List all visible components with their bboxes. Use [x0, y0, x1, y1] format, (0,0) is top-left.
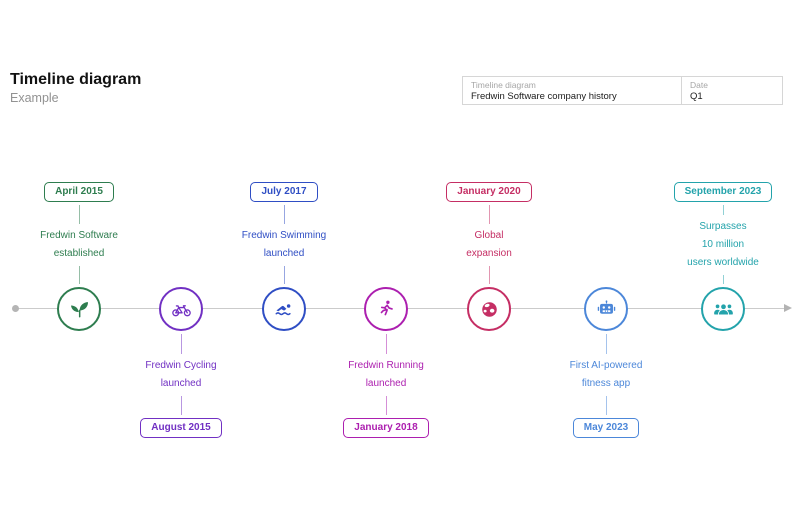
milestone-node-circle[interactable]: [701, 287, 745, 331]
milestone-node-circle[interactable]: [57, 287, 101, 331]
milestone-group[interactable]: May 2023 First AI-powered fitness app: [546, 287, 666, 438]
milestone-label[interactable]: First AI-powered fitness app: [569, 359, 643, 389]
milestone-date-pill[interactable]: May 2023: [572, 418, 640, 438]
milestone-connector: [180, 334, 182, 354]
info-table: Timeline diagram Fredwin Software compan…: [462, 76, 783, 105]
milestone-connector: [488, 205, 490, 224]
milestone-node-circle[interactable]: [364, 287, 408, 331]
milestone-node-circle[interactable]: [159, 287, 203, 331]
milestone-connector: [283, 205, 285, 224]
bicycle-icon: [171, 299, 192, 320]
milestone-group[interactable]: July 2017 Fredwin Swimming launched: [224, 182, 344, 331]
milestone-connector: [722, 205, 724, 215]
milestone-group[interactable]: January 2018 Fredwin Running launched: [326, 287, 446, 438]
info-cell-title-label: Timeline diagram: [471, 80, 536, 90]
milestone-label[interactable]: Fredwin Software established: [40, 229, 118, 259]
milestone-node-circle[interactable]: [262, 287, 306, 331]
milestone-connector: [605, 334, 607, 354]
info-cell-title-value[interactable]: Fredwin Software company history: [471, 91, 617, 102]
info-cell-date-value[interactable]: Q1: [690, 91, 703, 102]
milestone-connector: [605, 395, 607, 415]
timeline-end-arrow-icon: [784, 304, 792, 312]
seedling-icon: [69, 299, 90, 320]
robot-icon: [596, 299, 617, 320]
milestone-date-pill[interactable]: August 2015: [140, 418, 222, 438]
milestone-connector: [180, 395, 182, 415]
info-cell-title[interactable]: Timeline diagram Fredwin Software compan…: [463, 77, 682, 104]
milestone-date-pill[interactable]: September 2023: [673, 182, 773, 202]
milestone-label[interactable]: Fredwin Running launched: [348, 359, 424, 389]
page-title: Timeline diagram: [10, 71, 142, 88]
milestone-date-pill[interactable]: April 2015: [44, 182, 114, 202]
info-cell-date[interactable]: Date Q1: [682, 77, 782, 104]
milestone-label[interactable]: Fredwin Cycling launched: [145, 359, 217, 389]
milestone-label[interactable]: Fredwin Swimming launched: [241, 229, 327, 259]
milestone-group[interactable]: April 2015 Fredwin Software established: [19, 182, 139, 331]
runner-icon: [376, 299, 397, 320]
milestone-connector: [488, 265, 490, 284]
timeline-start-dot: [12, 305, 19, 312]
milestone-label[interactable]: Global expansion: [466, 229, 512, 259]
milestone-date-pill[interactable]: January 2020: [446, 182, 532, 202]
milestone-connector: [385, 334, 387, 354]
milestone-date-pill[interactable]: January 2018: [343, 418, 429, 438]
milestone-connector: [722, 274, 724, 284]
info-cell-date-label: Date: [690, 80, 708, 90]
milestone-group[interactable]: January 2020 Global expansion: [429, 182, 549, 331]
milestone-group[interactable]: September 2023 Surpasses 10 million user…: [663, 182, 783, 331]
milestone-connector: [385, 395, 387, 415]
milestone-label[interactable]: Surpasses 10 million users worldwide: [687, 220, 759, 268]
milestone-connector: [78, 205, 80, 224]
swimmer-icon: [274, 299, 295, 320]
milestone-date-pill[interactable]: July 2017: [250, 182, 318, 202]
milestone-node-circle[interactable]: [584, 287, 628, 331]
milestone-connector: [78, 265, 80, 284]
milestone-connector: [283, 265, 285, 284]
users-icon: [713, 299, 734, 320]
milestone-node-circle[interactable]: [467, 287, 511, 331]
globe-icon: [479, 299, 500, 320]
milestone-group[interactable]: August 2015 Fredwin Cycling launched: [121, 287, 241, 438]
page-subtitle: Example: [10, 91, 59, 105]
